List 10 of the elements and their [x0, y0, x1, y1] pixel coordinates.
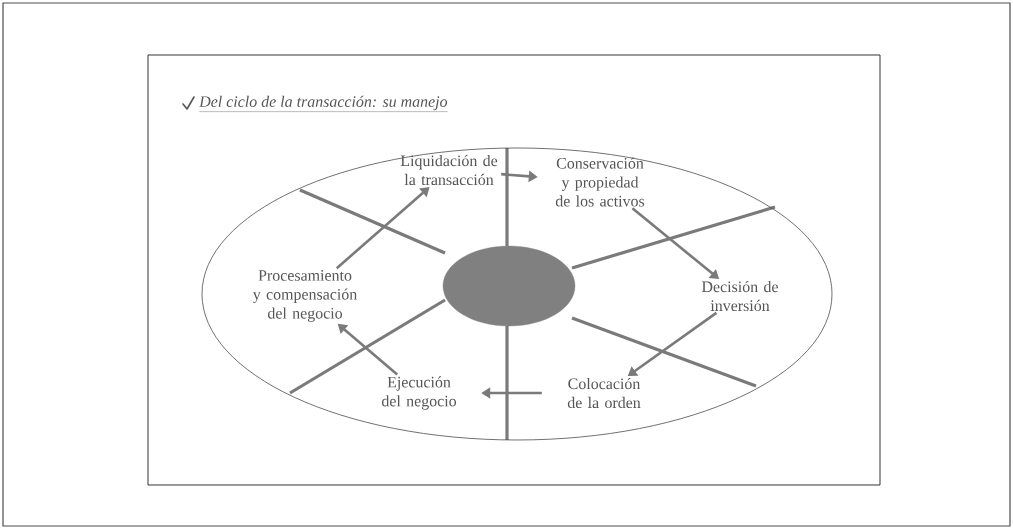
sector-label: Conservación y propiedad de los activos — [555, 157, 645, 207]
sector-label: Procesamiento y compensación del negocio — [252, 270, 357, 322]
outer-ellipse — [201, 147, 833, 441]
section-title: Del ciclo de la transacción: su manejo — [199, 95, 448, 112]
sector-label: Colocación de la orden — [567, 377, 641, 409]
sector-label: Decisión de inversión — [701, 280, 778, 312]
sector-label: Ejecución del negocio — [381, 376, 457, 410]
sector-label: Liquidación de la transacción — [400, 154, 498, 186]
hub-ellipse — [442, 245, 576, 327]
arrow — [335, 187, 430, 270]
